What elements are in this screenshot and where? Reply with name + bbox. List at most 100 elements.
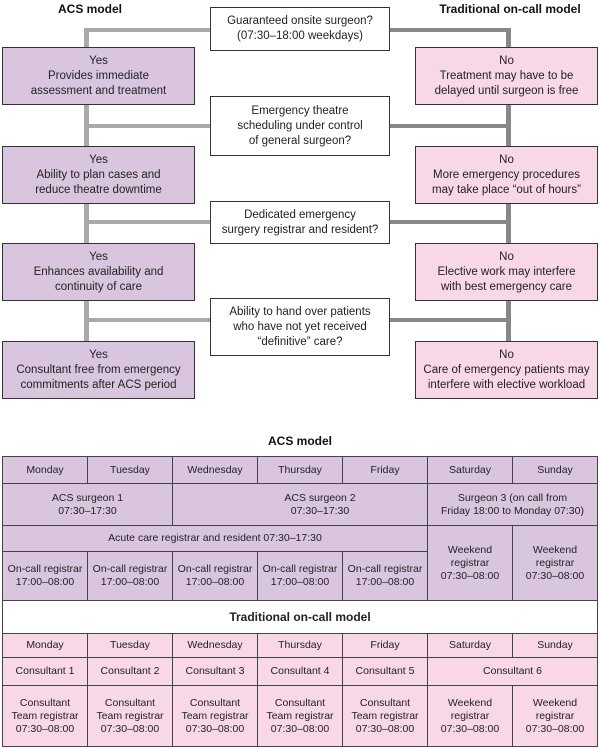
text: 07:30–17:30 [58, 504, 117, 517]
traditional-answer-4: No Care of emergency patients may interf… [415, 341, 598, 399]
text: Weekend [532, 696, 578, 709]
text: No [499, 54, 514, 67]
text: 17:00–08:00 [185, 576, 245, 588]
text: Consultant [104, 696, 156, 709]
text: Dedicated emergency [244, 208, 356, 221]
question-hand-over: Ability to hand over patients who have n… [210, 298, 390, 356]
day-cell: Wednesday [172, 633, 258, 658]
text: 07:30–08:00 [100, 722, 160, 735]
text: Team registrar [96, 709, 164, 722]
text: interfere with elective workload [427, 378, 586, 391]
day-cell: Thursday [257, 456, 343, 484]
text: Yes [89, 250, 108, 263]
traditional-days-row: Monday Tuesday Wednesday Thursday Friday… [2, 633, 598, 658]
text: Emergency theatre [251, 104, 349, 117]
text: registrar [450, 709, 490, 722]
consultant-cell: Consultant 3 [172, 657, 258, 686]
consultant-cell: Consultant 5 [342, 657, 428, 686]
connector [84, 124, 214, 128]
text: of general surgeon? [248, 134, 352, 147]
consultant-cell: Consultant 4 [257, 657, 343, 686]
connector [84, 318, 214, 322]
acs-answer-4: Yes Consultant free from emergency commi… [2, 341, 195, 399]
text: Weekend [532, 543, 578, 556]
connector [386, 318, 511, 322]
text: Weekend [447, 543, 493, 556]
day-cell: Tuesday [87, 633, 173, 658]
text: (07:30–18:00 weekdays) [237, 30, 363, 42]
traditional-answer-3: No Elective work may interfere with best… [415, 243, 598, 301]
text: Consultant [274, 696, 326, 709]
text: Yes [89, 54, 108, 67]
text: 07:30–08:00 [355, 722, 415, 735]
day-cell: Friday [342, 456, 428, 484]
text: No [499, 153, 514, 166]
text: with best emergency care [440, 280, 573, 293]
text: 07:30–17:30 [290, 504, 350, 517]
acs-answer-3: Yes Enhances availability and continuity… [2, 243, 195, 301]
text: reduce theatre downtime [35, 183, 162, 196]
day-cell: Sunday [512, 456, 598, 484]
traditional-answer-1: No Treatment may have to be delayed unti… [415, 47, 598, 105]
text: Yes [89, 153, 108, 166]
text: registrar [450, 556, 490, 569]
traditional-model-title: Traditional on-call model [439, 2, 581, 16]
text: On-call registrar [262, 563, 338, 575]
text: surgery registrar and resident? [221, 223, 379, 236]
text: delayed until surgeon is free [434, 84, 579, 97]
text: 07:30–08:00 [525, 569, 585, 582]
traditional-title-row: Traditional on-call model [2, 600, 598, 634]
text: Treatment may have to be [439, 69, 574, 82]
text: commitments after ACS period [20, 378, 177, 391]
text: scheduling under control [237, 119, 363, 132]
text: 07:30–08:00 [525, 722, 585, 735]
text: 07:30–08:00 [440, 722, 500, 735]
traditional-vertical-line [506, 28, 511, 398]
day-cell: Saturday [427, 633, 513, 658]
text: assessment and treatment [30, 84, 167, 97]
text: No [499, 250, 514, 263]
text: 17:00–08:00 [100, 576, 160, 588]
text: Enhances availability and [33, 265, 164, 278]
traditional-table-title: Traditional on-call model [2, 600, 598, 634]
day-cell: Tuesday [87, 456, 173, 484]
acs-answer-1: Yes Provides immediate assessment and tr… [2, 47, 195, 105]
text: Team registrar [11, 709, 79, 722]
text: ACS surgeon 2 [284, 491, 356, 504]
connector [386, 124, 511, 128]
text: More emergency procedures [432, 168, 580, 181]
connector [84, 28, 214, 32]
acs-acute-care-row: Acute care registrar and resident 07:30–… [2, 525, 598, 601]
day-cell: Friday [342, 633, 428, 658]
consultant-cell: Consultant 6 [427, 657, 598, 686]
text: Consultant [19, 696, 71, 709]
acs-table-title: ACS model [267, 434, 332, 448]
text: Consultant free from emergency [16, 363, 181, 376]
text: Consultant [359, 696, 411, 709]
text: On-call registrar [347, 563, 423, 575]
text: Weekend [447, 696, 493, 709]
text: 07:30–08:00 [15, 722, 75, 735]
text: who have not yet received [233, 320, 367, 333]
consultant-cell: Consultant 2 [87, 657, 173, 686]
text: On-call registrar [92, 563, 168, 575]
text: Team registrar [181, 709, 249, 722]
text: ACS surgeon 1 [51, 491, 124, 504]
text: 07:30–08:00 [440, 569, 500, 582]
